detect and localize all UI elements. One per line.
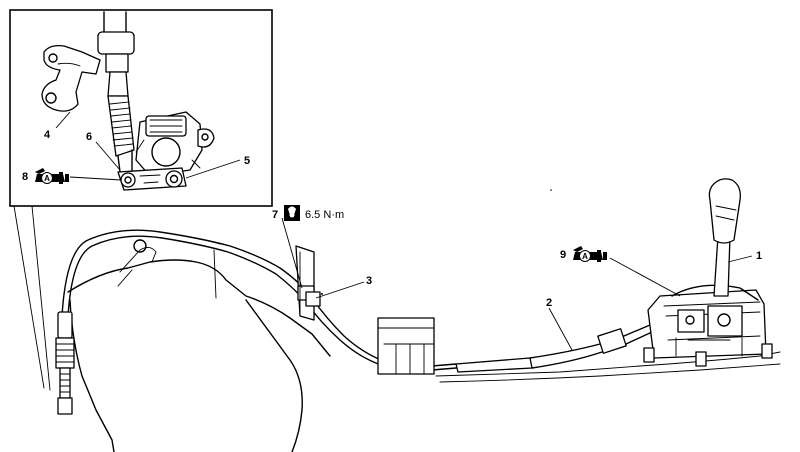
callout-4: 4 [44, 129, 51, 141]
cable-housing [97, 11, 135, 173]
adhesive-a-icon: A [35, 168, 69, 184]
adhesive-a-letter: A [44, 174, 50, 183]
callout-8: 8 [22, 171, 28, 183]
callout-7: 7 [272, 209, 278, 221]
callout-5: 5 [244, 155, 250, 167]
callout-1: 1 [756, 250, 762, 262]
cable-guard-box [377, 317, 435, 375]
callout-6: 6 [86, 131, 92, 143]
adhesive-a-icon-9: A [573, 246, 607, 262]
torque-wrench-icon [284, 205, 300, 221]
detail-inset: 4 6 5 8 A [9, 9, 273, 391]
torque-value-7: 6.5 N·m [305, 209, 344, 221]
shifter-assembly [643, 178, 773, 367]
shift-lever-plate [117, 167, 187, 191]
cable-bracket [295, 245, 321, 321]
range-switch [135, 111, 215, 177]
shift-cable [435, 313, 781, 383]
callout-9: 9 [560, 249, 566, 261]
bracket-part [41, 44, 101, 112]
adhesive-a-letter-9: A [582, 252, 588, 261]
callout-2: 2 [546, 297, 552, 309]
callout-3: 3 [366, 275, 372, 287]
transmission-case [67, 239, 331, 452]
